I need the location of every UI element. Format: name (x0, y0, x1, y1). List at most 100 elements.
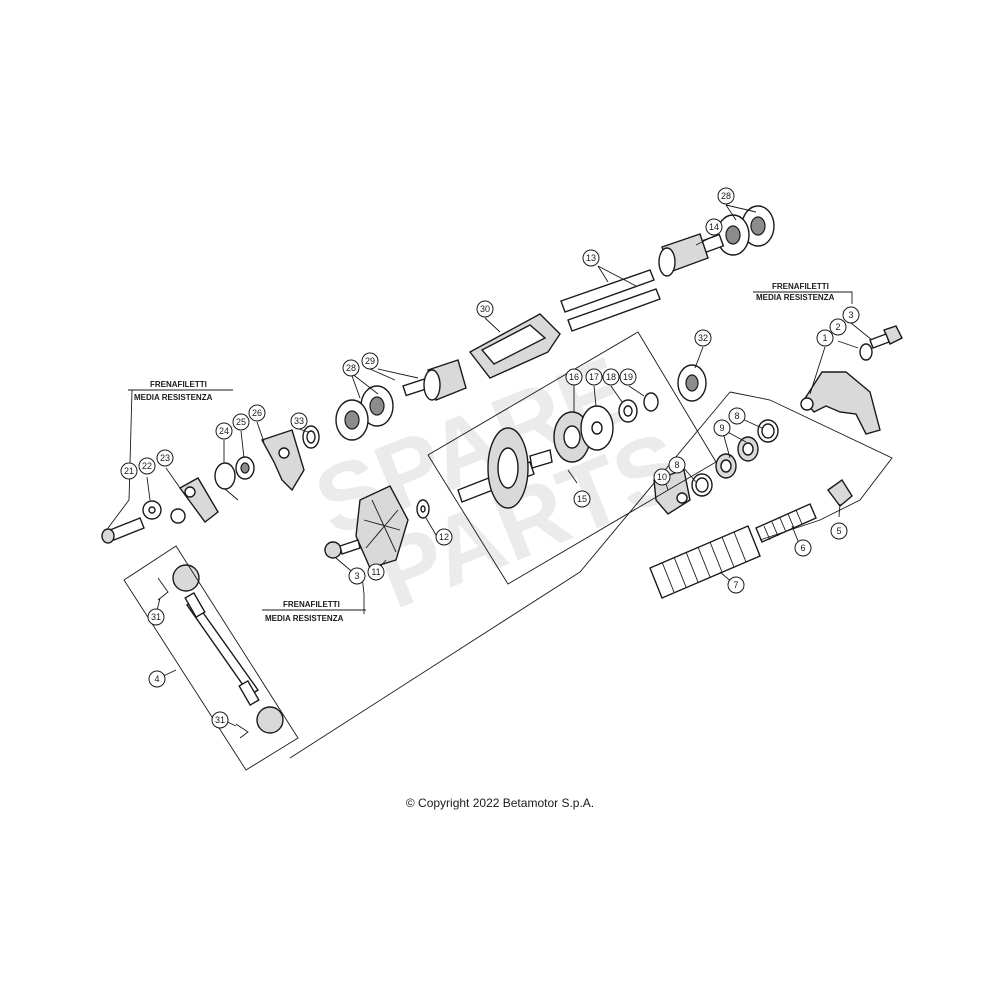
linkage-rod (172, 564, 284, 734)
torsion-spring (214, 462, 239, 501)
svg-text:18: 18 (606, 372, 616, 382)
svg-text:28: 28 (346, 363, 356, 373)
clip-pin-upper (157, 577, 169, 601)
spring-6 (755, 503, 817, 543)
callout-part-28-lower[interactable]: 28 (342, 359, 360, 377)
seal-18 (618, 399, 638, 423)
index-plate (260, 429, 305, 492)
spacer-ring (302, 425, 320, 449)
clip-pin-lower (235, 723, 249, 739)
callout-part-18[interactable]: 18 (602, 368, 620, 386)
threadlock-note-left: FRENAFILETTI MEDIA RESISTENZA (128, 380, 233, 402)
svg-text:7: 7 (733, 580, 738, 590)
callout-part-31-upper[interactable]: 31 (147, 608, 165, 626)
svg-text:3: 3 (354, 571, 359, 581)
bolt (101, 517, 145, 544)
svg-text:15: 15 (577, 494, 587, 504)
callout-part-28-top[interactable]: 28 (717, 187, 735, 205)
svg-text:21: 21 (124, 466, 134, 476)
callout-part-15[interactable]: 15 (573, 490, 591, 508)
bearing-32 (677, 364, 707, 402)
callout-part-11[interactable]: 11 (367, 563, 385, 581)
callout-part-6[interactable]: 6 (794, 539, 812, 557)
bush-9-upper (737, 436, 759, 462)
threadlock-note-right: FRENAFILETTI MEDIA RESISTENZA (753, 282, 853, 304)
svg-text:MEDIA RESISTENZA: MEDIA RESISTENZA (134, 393, 213, 402)
callout-part-8-upper[interactable]: 8 (728, 407, 746, 425)
svg-text:28: 28 (721, 191, 731, 201)
bearing-pair-lower (335, 385, 394, 441)
svg-text:8: 8 (734, 411, 739, 421)
callout-part-14[interactable]: 14 (705, 218, 723, 236)
svg-text:9: 9 (719, 423, 724, 433)
svg-text:3: 3 (848, 310, 853, 320)
callout-part-8-lower[interactable]: 8 (668, 456, 686, 474)
callout-part-9[interactable]: 9 (713, 419, 731, 437)
callout-part-24[interactable]: 24 (215, 422, 233, 440)
ring-8-upper (757, 419, 779, 443)
callout-part-26[interactable]: 26 (248, 404, 266, 422)
svg-text:10: 10 (657, 472, 667, 482)
bolt-3 (869, 325, 903, 349)
ring-8-lower (691, 473, 713, 497)
svg-text:13: 13 (586, 253, 596, 263)
ring-19 (643, 392, 659, 412)
callout-part-22[interactable]: 22 (138, 457, 156, 475)
callout-part-19[interactable]: 19 (619, 368, 637, 386)
guide-bracket (468, 313, 561, 379)
callout-part-3-impeller[interactable]: 3 (348, 567, 366, 585)
spring-7 (649, 525, 761, 599)
callout-part-23[interactable]: 23 (156, 449, 174, 467)
svg-text:8: 8 (674, 460, 679, 470)
copyright-notice: © Copyright 2022 Betamotor S.p.A. (405, 796, 595, 810)
svg-text:16: 16 (569, 372, 579, 382)
svg-text:FRENAFILETTI: FRENAFILETTI (283, 600, 340, 609)
svg-text:24: 24 (219, 426, 229, 436)
callout-part-5[interactable]: 5 (830, 522, 848, 540)
svg-text:33: 33 (294, 416, 304, 426)
bush-9-lower (715, 453, 737, 479)
gear-shaft (457, 427, 553, 509)
callout-part-21[interactable]: 21 (120, 462, 138, 480)
group-outline-4 (123, 545, 299, 771)
group-outline-fork (289, 391, 893, 759)
svg-text:14: 14 (709, 222, 719, 232)
selector-rods (560, 269, 661, 332)
callout-part-32[interactable]: 32 (694, 329, 712, 347)
callout-part-1[interactable]: 1 (816, 329, 834, 347)
callout-part-10[interactable]: 10 (653, 468, 671, 486)
callout-part-30[interactable]: 30 (476, 300, 494, 318)
svg-text:4: 4 (154, 674, 159, 684)
callout-part-29[interactable]: 29 (361, 352, 379, 370)
clip-5 (827, 478, 853, 508)
callout-part-13[interactable]: 13 (582, 249, 600, 267)
callout-part-4[interactable]: 4 (148, 670, 166, 688)
washer-12 (416, 499, 430, 519)
callout-part-3-fork[interactable]: 3 (842, 306, 860, 324)
svg-text:31: 31 (151, 612, 161, 622)
callout-part-16[interactable]: 16 (565, 368, 583, 386)
svg-text:11: 11 (371, 567, 380, 577)
svg-text:29: 29 (365, 356, 375, 366)
callout-part-7[interactable]: 7 (727, 576, 745, 594)
callout-part-12[interactable]: 12 (435, 528, 453, 546)
svg-text:19: 19 (623, 372, 633, 382)
callout-part-25[interactable]: 25 (232, 413, 250, 431)
callout-part-31-lower[interactable]: 31 (211, 711, 229, 729)
collar (235, 456, 255, 480)
svg-text:26: 26 (252, 408, 262, 418)
impeller (355, 485, 409, 569)
callout-part-2[interactable]: 2 (829, 318, 847, 336)
pawl-lever (178, 477, 219, 523)
selector-hub (658, 233, 725, 277)
svg-text:FRENAFILETTI: FRENAFILETTI (150, 380, 207, 389)
callout-part-17[interactable]: 17 (585, 368, 603, 386)
svg-text:32: 32 (698, 333, 708, 343)
callout-part-33[interactable]: 33 (290, 412, 308, 430)
svg-text:12: 12 (439, 532, 449, 542)
threadlock-note-middle: FRENAFILETTI MEDIA RESISTENZA (262, 600, 366, 623)
svg-text:6: 6 (800, 543, 805, 553)
svg-text:22: 22 (142, 461, 152, 471)
svg-text:25: 25 (236, 417, 246, 427)
